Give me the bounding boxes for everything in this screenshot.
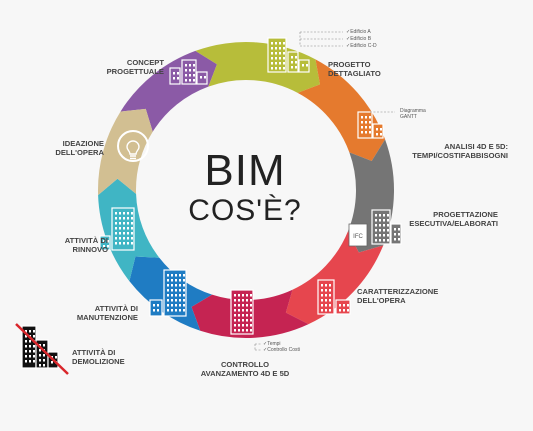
building-icon — [169, 67, 181, 85]
building-icon — [298, 59, 310, 73]
building-icon — [149, 299, 163, 317]
note-tempi: ✓Tempi — [263, 341, 281, 347]
ring-segment — [285, 231, 384, 325]
building-icon — [287, 51, 299, 73]
building-icon — [390, 223, 402, 245]
annotation-leaders — [254, 31, 395, 351]
note-controllo-costi: ✓Controllo Costi — [263, 347, 300, 353]
lightbulb-icon — [117, 130, 149, 162]
building-icon — [196, 71, 208, 85]
note-edificio-a: ✓Edificio A — [346, 29, 371, 35]
ifc-document-icon — [348, 223, 368, 247]
label-analisi-4d-5d: ANALISI 4D E 5D:TEMPI/COSTIFABBISOGNI — [412, 142, 508, 160]
ring-segment — [97, 108, 153, 196]
building-icon — [317, 279, 335, 315]
note-edificio-cd: ✓Edificio C-D — [346, 43, 377, 49]
center-subtitle: COS'È? — [188, 194, 302, 227]
building-icon — [371, 209, 391, 245]
note-edificio-b: ✓Edificio B — [346, 36, 372, 42]
building-icon — [230, 289, 254, 335]
icons: IFC — [15, 37, 402, 375]
building-icon — [267, 37, 287, 73]
building-icon — [111, 207, 135, 251]
ifc-label: IFC — [353, 234, 363, 240]
building-icon — [99, 235, 111, 251]
demolition-strike — [15, 323, 69, 375]
building-icon — [163, 269, 187, 317]
building-icon — [357, 111, 373, 139]
building-icon — [335, 299, 351, 315]
building-icon — [372, 123, 384, 139]
center-title: BIM — [204, 146, 286, 195]
building-icon — [181, 59, 197, 85]
